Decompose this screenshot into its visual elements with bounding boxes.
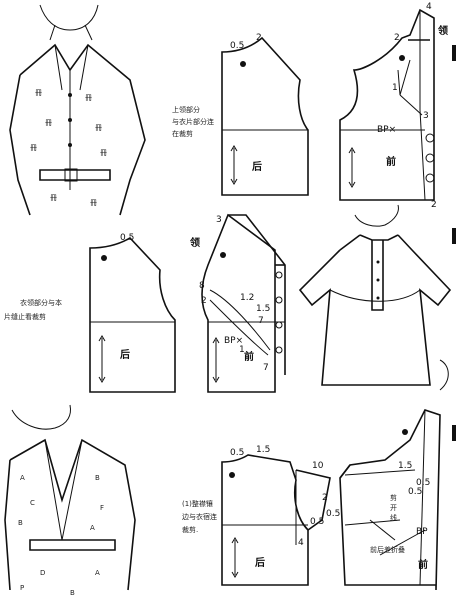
measure-label: 2	[431, 200, 437, 210]
section-1: 冊冊 冊冊 冊冊 冊冊 上领部分 与衣片部分连 在裁剪 后 0.5 2	[9, 2, 448, 216]
svg-text:P: P	[20, 584, 24, 592]
measure-label: 0.5	[230, 448, 244, 458]
svg-text:C: C	[30, 499, 35, 507]
collar-label-2: 领	[190, 236, 200, 249]
measure-label: 1	[239, 345, 245, 355]
section3-note-line1: (1)整襟镶	[182, 499, 213, 508]
measure-label: 0.5	[120, 233, 134, 243]
measure-label: 10	[312, 461, 324, 471]
back-label-1: 后	[252, 160, 262, 173]
back-label-2: 后	[120, 348, 130, 361]
fold-note: 前后差折叠	[370, 545, 405, 554]
svg-text:D: D	[40, 569, 45, 577]
svg-text:冊: 冊	[50, 194, 57, 202]
section2-note-line2: 片缝止看裁剪	[4, 312, 46, 321]
button-circle	[425, 133, 435, 143]
measure-label: 1.5	[398, 461, 412, 471]
edge-mark	[452, 45, 456, 61]
measure-label: 7	[258, 316, 264, 326]
svg-text:冊: 冊	[45, 119, 52, 127]
measure-label: 1.2	[240, 293, 254, 303]
front-pattern-2: 前 领 3 8 2 1.2 1.5 7 1 7 BP×	[190, 213, 286, 393]
print-motifs: 冊冊 冊冊 冊冊 冊冊	[30, 89, 107, 207]
collar-label-1: 领	[438, 24, 448, 37]
front-pattern-3: 前 1.5 0.5 0.5 BP 剪 开 线 前后差折叠	[339, 409, 441, 591]
svg-text:冊: 冊	[85, 94, 92, 102]
bp-label: BP×	[377, 125, 396, 135]
section1-note-line3: 在裁剪	[172, 129, 193, 138]
measure-label: 2	[322, 493, 328, 503]
section3-note-line3: 裁剪.	[182, 525, 198, 534]
front-label-1: 前	[386, 155, 396, 168]
front-shoulder-marker	[399, 55, 405, 61]
svg-text:B: B	[70, 589, 75, 597]
figure-woman-shirtdress-illustration: 冊冊 冊冊 冊冊 冊冊	[9, 4, 146, 216]
svg-text:冊: 冊	[30, 144, 37, 152]
svg-text:冊: 冊	[95, 124, 102, 132]
section2-note-line1: 衣领部分与本	[20, 298, 62, 307]
front-label-2: 前	[244, 350, 254, 363]
front-label-3: 前	[418, 558, 428, 571]
front-pattern-1: 前 领 4 2 1 3 2 BP×	[339, 2, 448, 210]
svg-text:A: A	[90, 524, 95, 532]
measure-label: 7	[263, 363, 269, 373]
measure-label: 8	[199, 281, 205, 291]
section3-note-line2: 边与衣宿连	[182, 512, 217, 521]
bp-label: BP	[416, 527, 428, 537]
cut-line-note: 剪	[390, 493, 397, 502]
measure-label: 1	[392, 83, 398, 93]
measure-label: 3	[423, 111, 429, 121]
section-3: A B C F B A D A P B (1)整襟镶 边与衣宿连 裁剪. 后 0.5 1.…	[4, 45, 456, 597]
section1-note-line1: 上领部分	[172, 105, 200, 114]
back-shoulder-marker	[240, 61, 246, 67]
cut-line-note: 开	[390, 504, 397, 512]
svg-text:冊: 冊	[100, 149, 107, 157]
button-circle	[425, 153, 435, 163]
svg-text:F: F	[100, 504, 104, 512]
back-label-3: 后	[255, 556, 265, 569]
svg-text:B: B	[18, 519, 23, 527]
measure-label: 2	[394, 33, 400, 43]
figure-woman-vneck-dress-illustration: A B C F B A D A P B	[4, 404, 136, 597]
svg-text:B: B	[95, 474, 100, 482]
print-motifs-letters: A B C F B A D A P B	[18, 474, 104, 597]
svg-text:冊: 冊	[90, 199, 97, 207]
measure-label: 0.5	[408, 487, 422, 497]
back-pattern-2: 后 0.5	[89, 233, 176, 393]
cut-line-note: 线	[390, 513, 397, 522]
measure-label: 2	[201, 296, 207, 306]
measure-label: 0.5	[230, 41, 244, 51]
measure-label: 0.5	[326, 509, 340, 519]
section-2: 衣领部分与本 片缝止看裁剪 后 0.5 前 领 3	[4, 204, 452, 393]
measure-label: 4	[426, 2, 432, 12]
measure-label: 0.5	[310, 517, 324, 527]
measure-label: 2	[256, 33, 262, 43]
measure-label: 3	[216, 215, 222, 225]
svg-text:A: A	[20, 474, 25, 482]
measure-label: 0.5	[416, 478, 430, 488]
svg-text:A: A	[95, 569, 100, 577]
measure-label: 1.5	[256, 445, 270, 455]
svg-text:冊: 冊	[35, 89, 42, 97]
measure-label: 4	[298, 538, 304, 548]
back-pattern-1: 后 0.5 2	[221, 33, 309, 196]
back-pattern-3: 后 0.5 1.5 10 2 0.5 0.5 4	[221, 445, 340, 586]
bp-label: BP×	[224, 336, 243, 346]
measure-label: 1.5	[256, 304, 270, 314]
button-circle	[425, 173, 435, 183]
edge-mark	[452, 228, 456, 244]
figure-woman-blouse-illustration	[298, 204, 452, 391]
edge-mark	[452, 425, 456, 441]
section1-note-line2: 与衣片部分连	[172, 117, 214, 126]
